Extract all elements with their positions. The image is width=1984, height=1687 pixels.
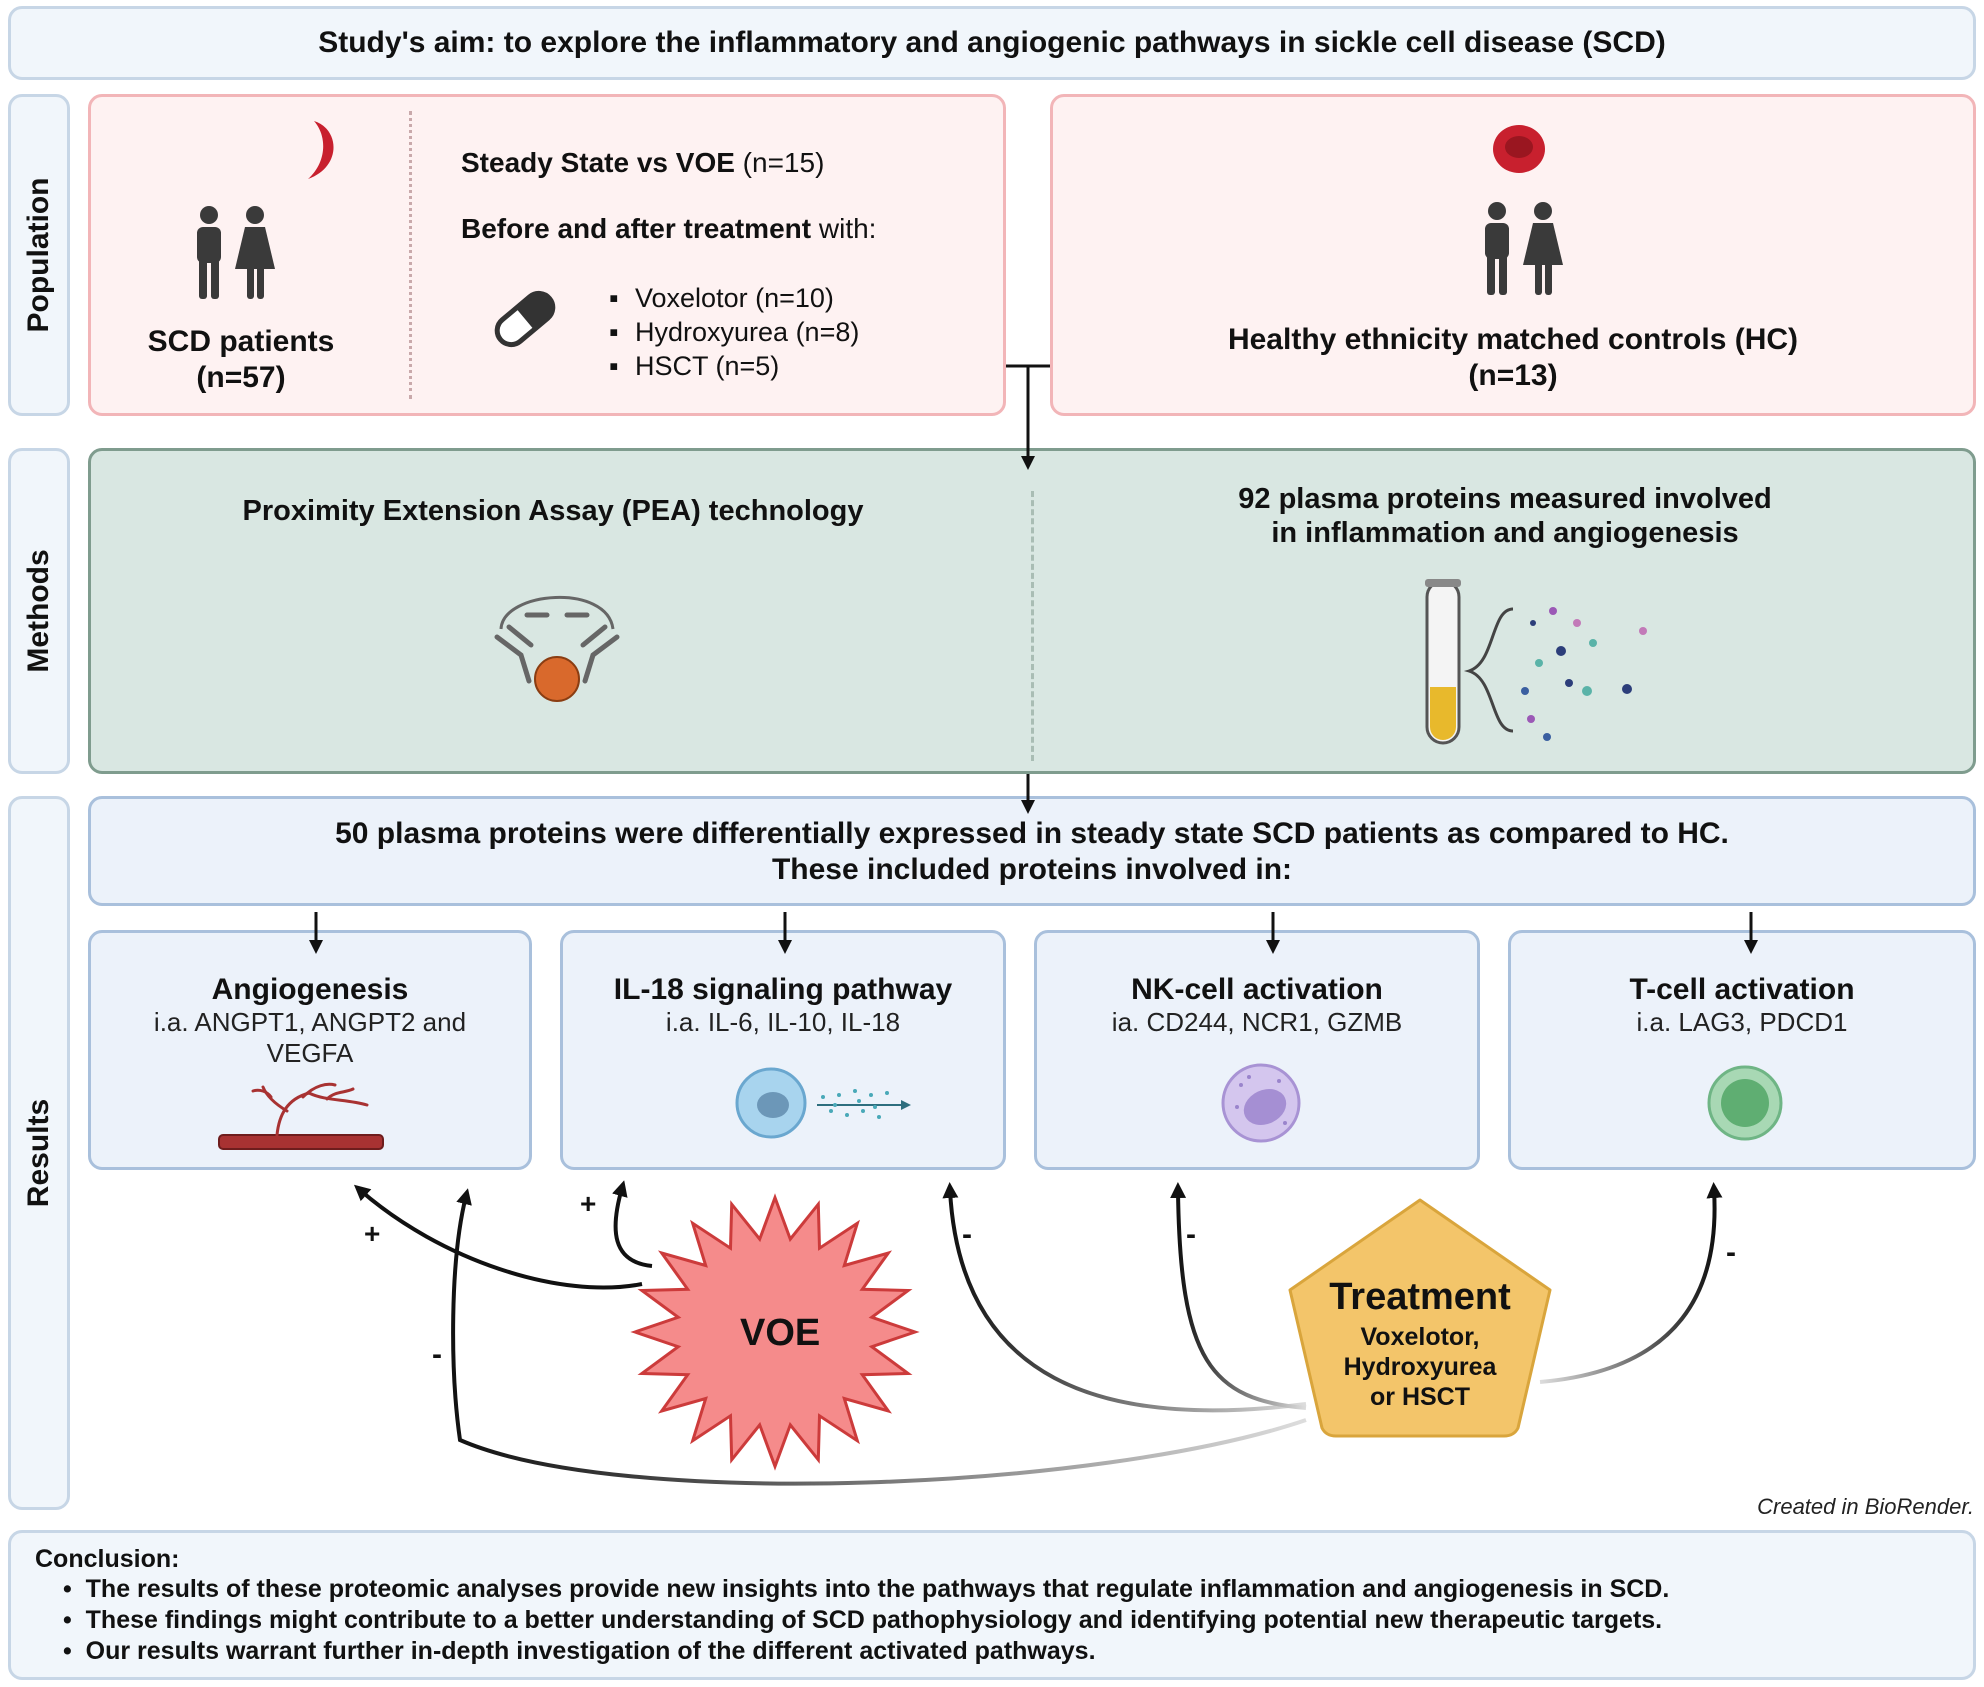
pathway-proteins: i.a. ANGPT1, ANGPT2 and (153, 1007, 467, 1037)
results-line2: These included proteins involved in: (771, 853, 1293, 886)
pathway-proteins: i.a. IL-6, IL-10, IL-18 (665, 1007, 901, 1037)
sign-treatment-il18: - (962, 1218, 972, 1251)
pathway-proteins-cont: VEGFA (266, 1038, 354, 1068)
pathway-proteins: i.a. LAG3, PDCD1 (1636, 1007, 1848, 1037)
treatment-agents: Voxelotor, Hydroxyurea or HSCT (1300, 1322, 1540, 1412)
before-after-bold: Before and after treatment (461, 213, 812, 244)
steady-state-bold: Steady State vs VOE (461, 147, 735, 178)
study-aim-banner: Study's aim: to explore the inflammatory… (8, 6, 1976, 80)
treatment-agent-hsct: or HSCT (1370, 1383, 1470, 1411)
treatment-list: ▪Voxelotor (n=10) ▪Hydroxyurea (n=8) ▪HS… (609, 281, 859, 383)
treatment-title: Treatment (1329, 1276, 1511, 1318)
blood-vessel-icon (218, 1082, 384, 1150)
voe-label: VOE (740, 1312, 821, 1354)
proteins-title-line2: in inflammation and angiogenesis (1271, 517, 1739, 549)
treatment-hydroxyurea: Hydroxyurea (n=8) (635, 317, 860, 347)
people-icon (1485, 202, 1563, 295)
conclusion-bullet-text: Our results warrant further in-depth inv… (85, 1637, 1096, 1665)
methods-label-text: Methods (22, 549, 55, 673)
treatment-list-item: ▪Hydroxyurea (n=8) (609, 317, 860, 347)
divider (1031, 491, 1034, 761)
pathway-title: T-cell activation (1629, 973, 1855, 1006)
red-blood-cell-icon (1493, 125, 1545, 173)
hc-label: Healthy ethnicity matched controls (HC) (1227, 323, 1799, 356)
sign-treatment-angiogenesis: - (432, 1338, 442, 1371)
hc-population-box: Healthy ethnicity matched controls (HC) … (1050, 94, 1976, 416)
nk-cell-icon (1221, 1063, 1301, 1143)
pathway-nk-cell-activation: NK-cell activation ia. CD244, NCR1, GZMB (1034, 930, 1480, 1170)
treatment-agent-hydroxyurea: Hydroxyurea (1343, 1353, 1497, 1381)
population-section-label: Population (8, 94, 70, 416)
results-section-label: Results (8, 796, 70, 1510)
pathway-title: NK-cell activation (1131, 973, 1383, 1006)
pathway-title: IL-18 signaling pathway (613, 973, 953, 1006)
treatment-list-item: ▪Voxelotor (n=10) (609, 283, 834, 313)
pathway-proteins: ia. CD244, NCR1, GZMB (1111, 1007, 1403, 1037)
results-line1: 50 plasma proteins were differentially e… (335, 817, 1729, 850)
sign-voe-angiogenesis: + (364, 1218, 381, 1249)
conclusion-bullet: • Our results warrant further in-depth i… (63, 1637, 1096, 1665)
people-icon (197, 206, 275, 299)
population-label-text: Population (22, 177, 55, 333)
divider (409, 111, 412, 399)
pathway-il18-signaling: IL-18 signaling pathway i.a. IL-6, IL-10… (560, 930, 1006, 1170)
pea-title: Proximity Extension Assay (PEA) technolo… (242, 495, 864, 527)
scd-patients-n: (n=57) (196, 361, 286, 394)
pathway-t-cell-activation: T-cell activation i.a. LAG3, PDCD1 (1508, 930, 1976, 1170)
sign-treatment-t-cell: - (1726, 1236, 1736, 1269)
pea-antibody-icon (494, 596, 620, 702)
conclusion-box: Conclusion: • The results of these prote… (8, 1530, 1976, 1680)
test-tube-plasma-icon (1425, 579, 1647, 745)
methods-section-label: Methods (8, 448, 70, 774)
pathway-angiogenesis: Angiogenesis i.a. ANGPT1, ANGPT2 and VEG… (88, 930, 532, 1170)
conclusion-bullet-text: The results of these proteomic analyses … (85, 1575, 1670, 1603)
biorender-credit: Created in BioRender. (1757, 1494, 1974, 1519)
steady-state-n: (n=15) (734, 147, 825, 178)
steady-state-line: Steady State vs VOE (n=15) (461, 147, 824, 179)
scd-population-box: SCD patients (n=57) Steady State vs VOE … (88, 94, 1006, 416)
treatment-hsct: HSCT (n=5) (635, 351, 780, 381)
t-cell-icon (1707, 1065, 1783, 1141)
results-label-text: Results (22, 1098, 55, 1208)
cytokine-secreting-cell-icon (735, 1067, 911, 1139)
hc-n: (n=13) (1468, 359, 1558, 392)
conclusion-title: Conclusion: (35, 1545, 180, 1573)
conclusion-bullet: • These findings might contribute to a b… (63, 1606, 1663, 1634)
treatment-list-item: ▪HSCT (n=5) (609, 351, 780, 381)
sickle-cell-icon (308, 121, 334, 179)
study-aim-text: Study's aim: to explore the inflammatory… (318, 26, 1666, 59)
results-summary-box: 50 plasma proteins were differentially e… (88, 796, 1976, 906)
treatment-voxelotor: Voxelotor (n=10) (635, 283, 834, 313)
treatment-agent-voxelotor: Voxelotor, (1360, 1323, 1480, 1351)
proteins-title-line1: 92 plasma proteins measured involved (1238, 483, 1772, 515)
pill-icon (494, 290, 556, 348)
scd-patients-label: SCD patients (147, 325, 335, 358)
sign-treatment-nk: - (1186, 1218, 1196, 1251)
before-after-rest: with: (811, 213, 877, 244)
methods-box: Proximity Extension Assay (PEA) technolo… (88, 448, 1976, 774)
before-after-line: Before and after treatment with: (461, 213, 876, 245)
conclusion-bullet: • The results of these proteomic analyse… (63, 1575, 1670, 1603)
pathway-title: Angiogenesis (211, 973, 409, 1006)
sign-voe-il18: + (580, 1188, 597, 1219)
conclusion-bullet-text: These findings might contribute to a bet… (85, 1606, 1663, 1634)
